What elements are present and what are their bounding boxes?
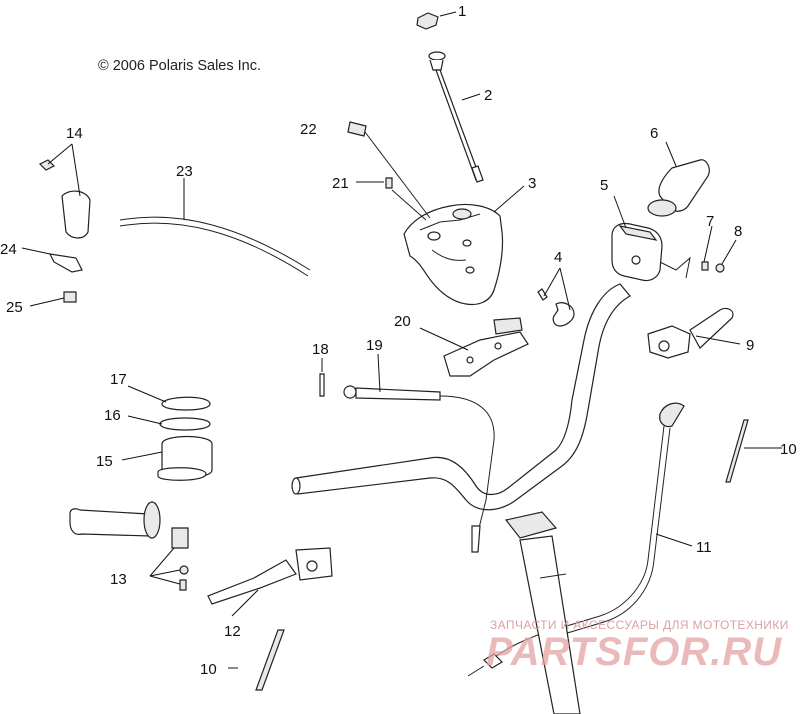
part-17-ring: [161, 396, 211, 411]
callout-23: 23: [176, 163, 193, 180]
part-24-clip: [48, 253, 83, 273]
part-20-bracket: [443, 317, 529, 377]
callout-2: 2: [484, 87, 492, 104]
callout-6: 6: [650, 125, 658, 142]
part-25-screw: [63, 291, 77, 303]
callout-11: 11: [696, 539, 712, 556]
part-10-bolt-left: [255, 629, 285, 691]
callout-13: 13: [110, 571, 127, 588]
watermark-logo: PARTSFOR.RU: [486, 630, 783, 674]
callout-4: 4: [554, 249, 562, 266]
callout-9: 9: [746, 337, 754, 354]
callout-22: 22: [300, 121, 317, 138]
steering-post: [504, 511, 581, 714]
callout-25: 25: [6, 299, 23, 316]
callout-17: 17: [110, 371, 127, 388]
part-1-cap: [416, 12, 439, 30]
callout-8: 8: [734, 223, 742, 240]
part-4-clips: [537, 288, 575, 327]
part-22-plug: [347, 121, 431, 219]
part-8-screw: [715, 263, 725, 273]
callout-10-left: 10: [200, 661, 217, 678]
part-9-lever: [647, 307, 734, 359]
part-7-screw: [701, 261, 709, 271]
callout-5: 5: [600, 177, 608, 194]
leader-lines: [21, 11, 782, 669]
callout-12: 12: [224, 623, 241, 640]
part-18-pin: [319, 373, 325, 397]
copyright-notice: © 2006 Polaris Sales Inc.: [98, 58, 262, 74]
handlebar: [291, 283, 631, 511]
callout-16: 16: [104, 407, 121, 424]
part-5-switch-housing: [611, 222, 691, 282]
callout-21: 21: [332, 175, 349, 192]
part-6-grip: [647, 159, 710, 217]
part-21-screw: [385, 177, 427, 221]
callout-10-right: 10: [780, 441, 797, 458]
callout-7: 7: [706, 213, 714, 230]
part-10-bolt-right: [725, 419, 749, 483]
part-15-housing: [157, 435, 213, 481]
part-14-clamp: [38, 159, 91, 239]
callout-15: 15: [96, 453, 113, 470]
part-3-tank: [403, 203, 504, 306]
callout-14: 14: [66, 125, 83, 142]
part-12-lever: [207, 547, 333, 605]
part-2-dipstick: [428, 51, 484, 183]
part-11-throttle-cable: [467, 402, 685, 677]
callout-19: 19: [366, 337, 383, 354]
callout-20: 20: [394, 313, 411, 330]
callout-3: 3: [528, 175, 536, 192]
callout-1: 1: [458, 3, 466, 20]
left-grip: [69, 501, 161, 539]
callout-24: 24: [0, 241, 17, 258]
part-23-wire: [119, 216, 311, 277]
watermark-tagline: ЗАПЧАСТИ И АКСЕССУАРЫ ДЛЯ МОТОТЕХНИКИ: [490, 618, 789, 632]
part-16-ring: [159, 417, 211, 431]
part-19-cable: [343, 385, 495, 553]
part-13-fasteners: [171, 527, 189, 591]
callout-labels: 1 2 3 4 5 6 7 8 9 10 11 12 13 14 15 16 1…: [0, 3, 797, 678]
callout-18: 18: [312, 341, 329, 358]
